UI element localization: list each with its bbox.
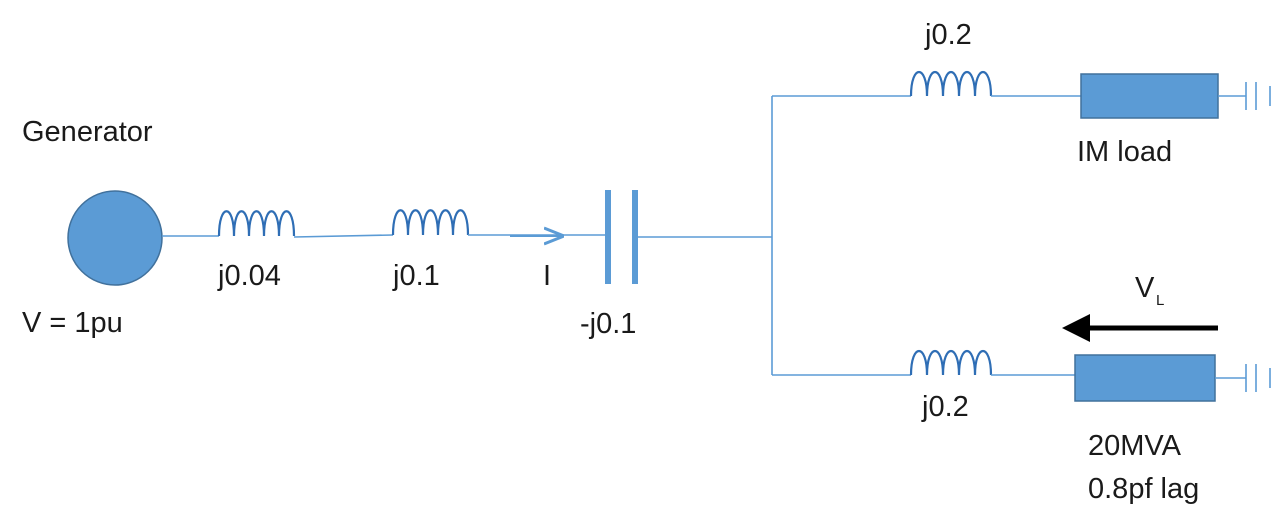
load-pf-label: 0.8pf lag — [1088, 473, 1199, 505]
x2-label: j0.1 — [392, 260, 440, 292]
inductor-top — [909, 71, 993, 97]
inductor-x1 — [217, 210, 296, 237]
capacitor-plate-left — [605, 190, 611, 284]
capacitor-plate-right — [632, 190, 638, 284]
current-label: I — [543, 260, 551, 292]
inductor-x2 — [391, 209, 470, 236]
wire-x1-to-x2 — [293, 234, 394, 238]
im-load-block — [1080, 73, 1219, 119]
inductor-bottom — [909, 350, 993, 376]
x1-label: j0.04 — [217, 260, 281, 292]
voltage-label: V — [1135, 272, 1155, 304]
generator-symbol — [67, 190, 163, 286]
generator-label: Generator — [22, 116, 153, 148]
capacitor-label: -j0.1 — [580, 308, 636, 340]
load-rating-label: 20MVA — [1088, 430, 1182, 462]
im-load-label: IM load — [1077, 136, 1172, 168]
voltage-arrow-head — [1062, 314, 1090, 342]
voltage-subscript: L — [1156, 292, 1164, 309]
x-bottom-label: j0.2 — [921, 391, 969, 423]
static-load-block — [1074, 354, 1216, 402]
source-voltage-label: V = 1pu — [22, 307, 123, 339]
x-top-label: j0.2 — [924, 19, 972, 51]
